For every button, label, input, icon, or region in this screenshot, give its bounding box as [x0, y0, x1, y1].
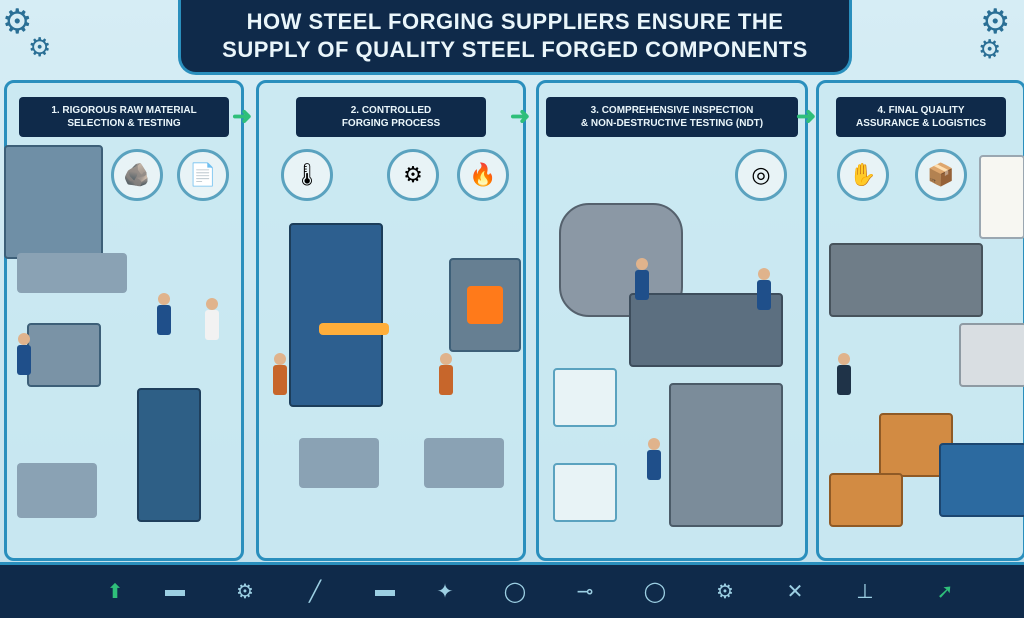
furnace-illustration: [449, 258, 521, 352]
truck-illustration: [959, 323, 1024, 387]
ultrasonic-screen-illustration: [553, 368, 617, 427]
fire-icon: 🔥: [457, 149, 509, 201]
worker-figure: [205, 298, 219, 340]
crates-illustration: [829, 473, 903, 527]
worker-figure: [273, 353, 287, 395]
panel-heading: 4. FINAL QUALITY ASSURANCE & LOGISTICS: [836, 97, 1006, 137]
shaft-icon: ╱: [308, 581, 322, 603]
magnetic-test-illustration: [553, 463, 617, 522]
panel-heading: 3. COMPREHENSIVE INSPECTION & NON-DESTRU…: [546, 97, 798, 137]
panel-inspection: 3. COMPREHENSIVE INSPECTION & NON-DESTRU…: [536, 80, 808, 561]
material-icon: 🪨: [111, 149, 163, 201]
monitor-station-illustration: [424, 438, 504, 488]
worker-figure: [439, 353, 453, 395]
worker-figure: [757, 268, 771, 310]
warehouse-illustration: [4, 145, 103, 259]
inspection-icon: ✋: [837, 149, 889, 201]
lab-bench-illustration: [17, 463, 97, 518]
worker-figure: [635, 258, 649, 300]
arrow-up-icon: ⬆: [106, 581, 124, 603]
die-icon: ⚙: [387, 149, 439, 201]
arrow-right-icon: ➜: [232, 103, 253, 130]
arrow-up-right-icon: ➚: [936, 581, 954, 603]
ring-icon: ◯: [643, 581, 667, 603]
panel-heading: 2. CONTROLLED FORGING PROCESS: [296, 97, 486, 137]
control-desk-illustration: [299, 438, 379, 488]
tensile-tester-illustration: [137, 388, 201, 522]
gauge-icon: ◎: [735, 149, 787, 201]
worker-figure: [647, 438, 661, 480]
temperature-icon: 🌡: [281, 149, 333, 201]
gear-icon: ⚙: [980, 3, 1011, 41]
delivery-truck-illustration: [939, 443, 1024, 517]
forged-rings-illustration: [829, 243, 983, 317]
measuring-machine-illustration: [669, 383, 783, 527]
wrench-icon: ✕: [786, 581, 804, 603]
certificate-document-illustration: [979, 155, 1024, 239]
arrow-right-icon: ➜: [510, 103, 531, 130]
gear-icon: ⚙: [716, 581, 734, 603]
connecting-rod-icon: ⊸: [576, 581, 594, 603]
ring-icon: ◯: [503, 581, 527, 603]
panel-forging: 2. CONTROLLED FORGING PROCESS 🌡 ⚙ 🔥: [256, 80, 526, 561]
gear-icon: ⚙: [236, 581, 254, 603]
page-title: HOW STEEL FORGING SUPPLIERS ENSURE THE S…: [178, 0, 852, 75]
panel-logistics: 4. FINAL QUALITY ASSURANCE & LOGISTICS ✋…: [816, 80, 1024, 561]
arrow-right-icon: ➜: [796, 103, 817, 130]
box-icon: 📦: [915, 149, 967, 201]
steel-bars-illustration: [17, 253, 127, 293]
title-line-2: SUPPLY OF QUALITY STEEL FORGED COMPONENT…: [222, 37, 808, 62]
hot-billet-illustration: [319, 323, 389, 335]
pipe-icon: ▬: [375, 579, 395, 601]
title-line-1: HOW STEEL FORGING SUPPLIERS ENSURE THE: [246, 9, 784, 34]
panel-heading: 1. RIGOROUS RAW MATERIAL SELECTION & TES…: [19, 97, 229, 137]
flange-icon: ✦: [436, 581, 454, 603]
certificate-icon: 📄: [177, 149, 229, 201]
panel-raw-material: 1. RIGOROUS RAW MATERIAL SELECTION & TES…: [4, 80, 244, 561]
gear-icon: ⚙: [28, 32, 52, 62]
worker-figure: [17, 333, 31, 375]
bottom-icon-strip: ⬆ ▬ ⚙ ╱ ▬ ✦ ◯ ⊸ ◯ ⚙ ✕ ⊥ ➚: [0, 562, 1024, 618]
worker-figure: [157, 293, 171, 335]
gear-icon: ⚙: [978, 34, 1002, 64]
spectrometer-illustration: [27, 323, 101, 387]
bolt-icon: ⊥: [856, 581, 874, 603]
pipe-icon: ▬: [165, 579, 185, 601]
worker-figure: [837, 353, 851, 395]
forging-press-illustration: [289, 223, 383, 407]
gear-icon: ⚙: [2, 3, 33, 41]
